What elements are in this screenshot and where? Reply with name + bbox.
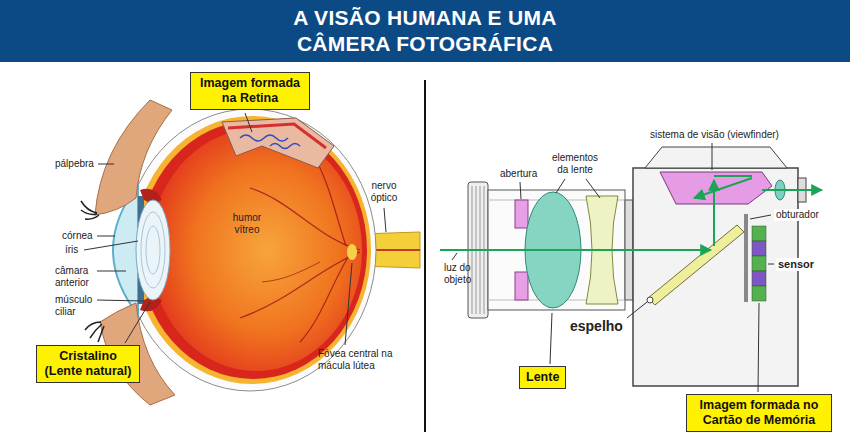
leader-line bbox=[550, 313, 552, 364]
sensor-cell bbox=[752, 271, 766, 286]
sensor-cell bbox=[752, 286, 766, 301]
light-ray bbox=[440, 249, 711, 251]
mirror bbox=[648, 225, 744, 305]
blood-vessel bbox=[240, 252, 360, 318]
part-label: abertura bbox=[500, 168, 537, 180]
callout-box: Imagem formada no Cartão de Memória bbox=[686, 394, 832, 432]
leader-line bbox=[586, 179, 600, 198]
title-text: A VISÃO HUMANA E UMA CÂMERA FOTOGRÁFICA bbox=[260, 5, 590, 57]
leader-line bbox=[556, 179, 565, 193]
part-label: luz do objeto bbox=[444, 262, 484, 286]
leader-line bbox=[245, 113, 252, 132]
part-label: Fóvea central na mácula lútea bbox=[318, 348, 406, 372]
part-label: nervo óptico bbox=[360, 180, 408, 204]
part-label: sensor bbox=[776, 258, 816, 271]
part-label: músculo ciliar bbox=[55, 294, 103, 318]
retina-vessel bbox=[270, 144, 300, 149]
callout-box: Imagem formada na Retina bbox=[190, 72, 310, 110]
part-label: sistema de visão (viewfinder) bbox=[648, 129, 781, 141]
lens-ring bbox=[146, 226, 160, 274]
sensor-cell bbox=[752, 226, 766, 241]
crystalline-lens bbox=[136, 200, 170, 300]
part-label: córnea bbox=[62, 230, 93, 242]
upper-eyelid bbox=[95, 100, 172, 215]
shutter bbox=[744, 214, 748, 302]
light-ray bbox=[714, 175, 752, 177]
leader-line bbox=[750, 215, 771, 219]
leader-line bbox=[758, 303, 759, 392]
blood-vessel bbox=[316, 160, 346, 246]
part-label: espelho bbox=[570, 318, 623, 335]
light-ray bbox=[694, 178, 752, 198]
sensor-cell bbox=[752, 241, 766, 256]
aperture-blade bbox=[515, 272, 528, 300]
divider-line bbox=[424, 80, 426, 432]
aperture-blade bbox=[515, 200, 528, 228]
lens-ring bbox=[141, 212, 165, 288]
leader-line bbox=[712, 143, 713, 170]
callout-text: Imagem formada no Cartão de Memória bbox=[693, 398, 825, 428]
vitreous-body bbox=[150, 129, 362, 371]
leader-line bbox=[125, 302, 150, 343]
sensor-cell bbox=[752, 256, 766, 271]
part-label: íris bbox=[65, 244, 78, 256]
light-ray bbox=[762, 189, 822, 191]
leader-line bbox=[98, 164, 114, 165]
callout-text: Cristalino (Lente natural) bbox=[43, 349, 133, 379]
retina-vessel bbox=[240, 135, 288, 141]
eyelashes bbox=[81, 201, 99, 219]
title-band: A VISÃO HUMANA E UMA CÂMERA FOTOGRÁFICA bbox=[0, 0, 850, 62]
retina bbox=[139, 121, 367, 379]
choroid bbox=[133, 116, 371, 384]
leader-line bbox=[97, 300, 144, 301]
part-label: pálpebra bbox=[55, 158, 94, 170]
leader-line bbox=[452, 253, 457, 260]
camera-body bbox=[633, 168, 798, 386]
callout-text: Imagem formada na Retina bbox=[197, 76, 303, 106]
callout-text: Lente bbox=[526, 370, 559, 385]
leader-line bbox=[84, 241, 138, 250]
leader-line bbox=[627, 302, 647, 318]
eyelashes bbox=[85, 322, 104, 342]
leader-line bbox=[345, 263, 352, 345]
leader-line bbox=[97, 271, 126, 272]
leader-line bbox=[97, 236, 115, 237]
part-label: obturador bbox=[774, 209, 821, 221]
blood-vessel bbox=[262, 262, 320, 282]
blood-vessel bbox=[300, 254, 350, 342]
callout-box: Cristalino (Lente natural) bbox=[36, 345, 140, 383]
part-label: câmara anterior bbox=[55, 265, 103, 289]
blood-vessel bbox=[250, 188, 360, 250]
prism-housing bbox=[645, 147, 787, 168]
part-label: elementos da lente bbox=[549, 152, 601, 176]
leader-line bbox=[768, 264, 774, 265]
fovea bbox=[347, 244, 357, 260]
callout-box: Lente bbox=[519, 366, 566, 389]
retina-layer bbox=[228, 124, 326, 148]
leader-line bbox=[520, 182, 521, 199]
mirror-pivot bbox=[647, 297, 653, 303]
part-label: humor vítreo bbox=[222, 212, 272, 236]
retina-cutaway bbox=[222, 118, 334, 168]
leader-line bbox=[384, 208, 386, 232]
pentaprism bbox=[660, 172, 772, 204]
